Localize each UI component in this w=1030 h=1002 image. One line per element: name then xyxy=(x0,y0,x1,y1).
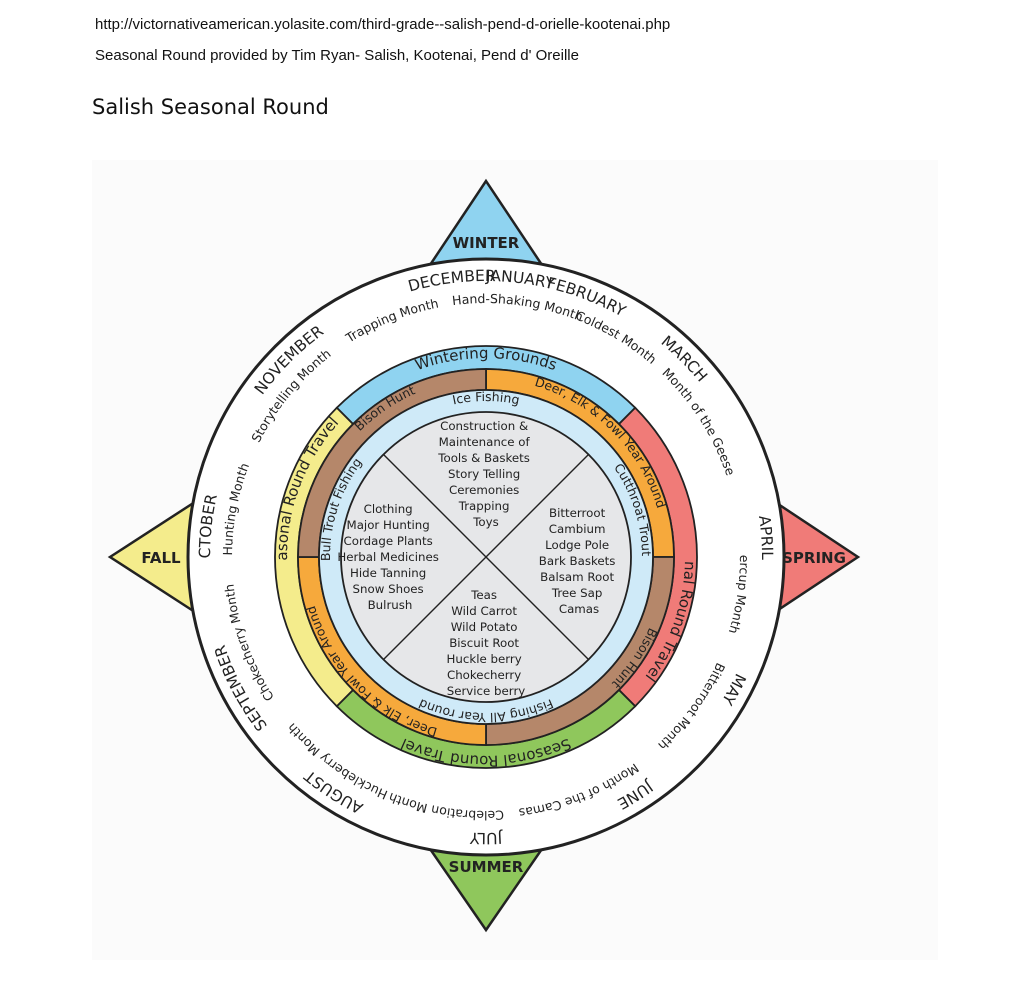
activities-summer: Teas Wild Carrot Wild Potato Biscuit Roo… xyxy=(447,588,526,698)
activity-item: Wild Carrot xyxy=(451,604,517,618)
activity-item: Story Telling xyxy=(448,467,520,481)
source-url: http://victornativeamerican.yolasite.com… xyxy=(95,16,671,33)
activities-spring: Bitterroot Cambium Lodge Pole Bark Baske… xyxy=(539,506,619,616)
activity-item: Huckle berry xyxy=(447,652,522,666)
activity-item: Camas xyxy=(559,602,599,616)
fishing-label-ice: Ice Fishing xyxy=(451,389,521,407)
month-label: JULY xyxy=(469,829,504,848)
hunting-ring xyxy=(297,368,675,746)
season-label-summer: SUMMER xyxy=(449,858,524,876)
activity-item: Balsam Root xyxy=(540,570,614,584)
activity-item: Hide Tanning xyxy=(350,566,426,580)
page-title: Salish Seasonal Round xyxy=(92,95,329,119)
activity-item: Teas xyxy=(470,588,497,602)
activity-item: Lodge Pole xyxy=(545,538,609,552)
season-label-fall: FALL xyxy=(141,549,181,567)
center-divider-b xyxy=(382,453,590,661)
season-label-winter: WINTER xyxy=(453,234,520,252)
activity-item: Major Hunting xyxy=(347,518,430,532)
activity-item: Trapping xyxy=(458,499,510,513)
activity-item: Service berry xyxy=(447,684,526,698)
activity-item: Tools & Baskets xyxy=(437,451,530,465)
activities-fall: Clothing Major Hunting Cordage Plants He… xyxy=(337,502,442,612)
activity-item: Herbal Medicines xyxy=(337,550,439,564)
activity-item: Bark Baskets xyxy=(539,554,616,568)
activity-item: Cordage Plants xyxy=(344,534,433,548)
activity-item: Snow Shoes xyxy=(353,582,424,596)
activity-item: Tree Sap xyxy=(551,586,603,600)
activity-item: Construction & xyxy=(440,419,528,433)
provided-by-credit: Seasonal Round provided by Tim Ryan- Sal… xyxy=(95,47,579,64)
activity-item: Cambium xyxy=(549,522,606,536)
activity-item: Bitterroot xyxy=(549,506,606,520)
activity-item: Wild Potato xyxy=(451,620,518,634)
month-label: APRIL xyxy=(755,514,776,560)
activities-winter: Construction & Maintenance of Tools & Ba… xyxy=(437,419,533,529)
activity-item: Toys xyxy=(472,515,499,529)
activity-item: Maintenance of xyxy=(439,435,531,449)
activity-item: Bulrush xyxy=(368,598,413,612)
activity-item: Biscuit Root xyxy=(449,636,519,650)
activity-item: Ceremonies xyxy=(449,483,519,497)
activity-item: Clothing xyxy=(364,502,413,516)
activity-item: Chokecherry xyxy=(447,668,521,682)
season-label-spring: SPRING xyxy=(782,549,846,567)
activity-lists: Construction & Maintenance of Tools & Ba… xyxy=(337,419,619,698)
